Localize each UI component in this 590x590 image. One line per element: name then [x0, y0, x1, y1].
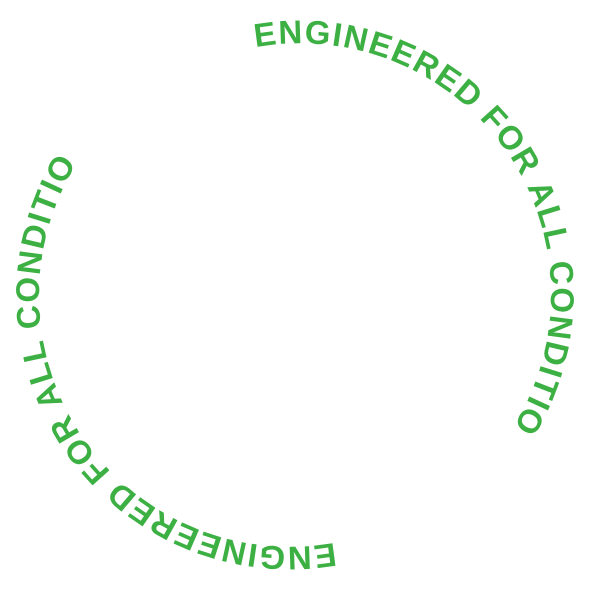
ring-text-lower-left: ENGINEERED FOR ALL CONDITIONS — [0, 0, 337, 577]
ring-text-upper-right-path: ENGINEERED FOR ALL CONDITIONS — [0, 0, 580, 443]
ring-text-upper-right: ENGINEERED FOR ALL CONDITIONS — [0, 0, 580, 443]
ring-text-lower-left-path: ENGINEERED FOR ALL CONDITIONS — [0, 0, 337, 577]
